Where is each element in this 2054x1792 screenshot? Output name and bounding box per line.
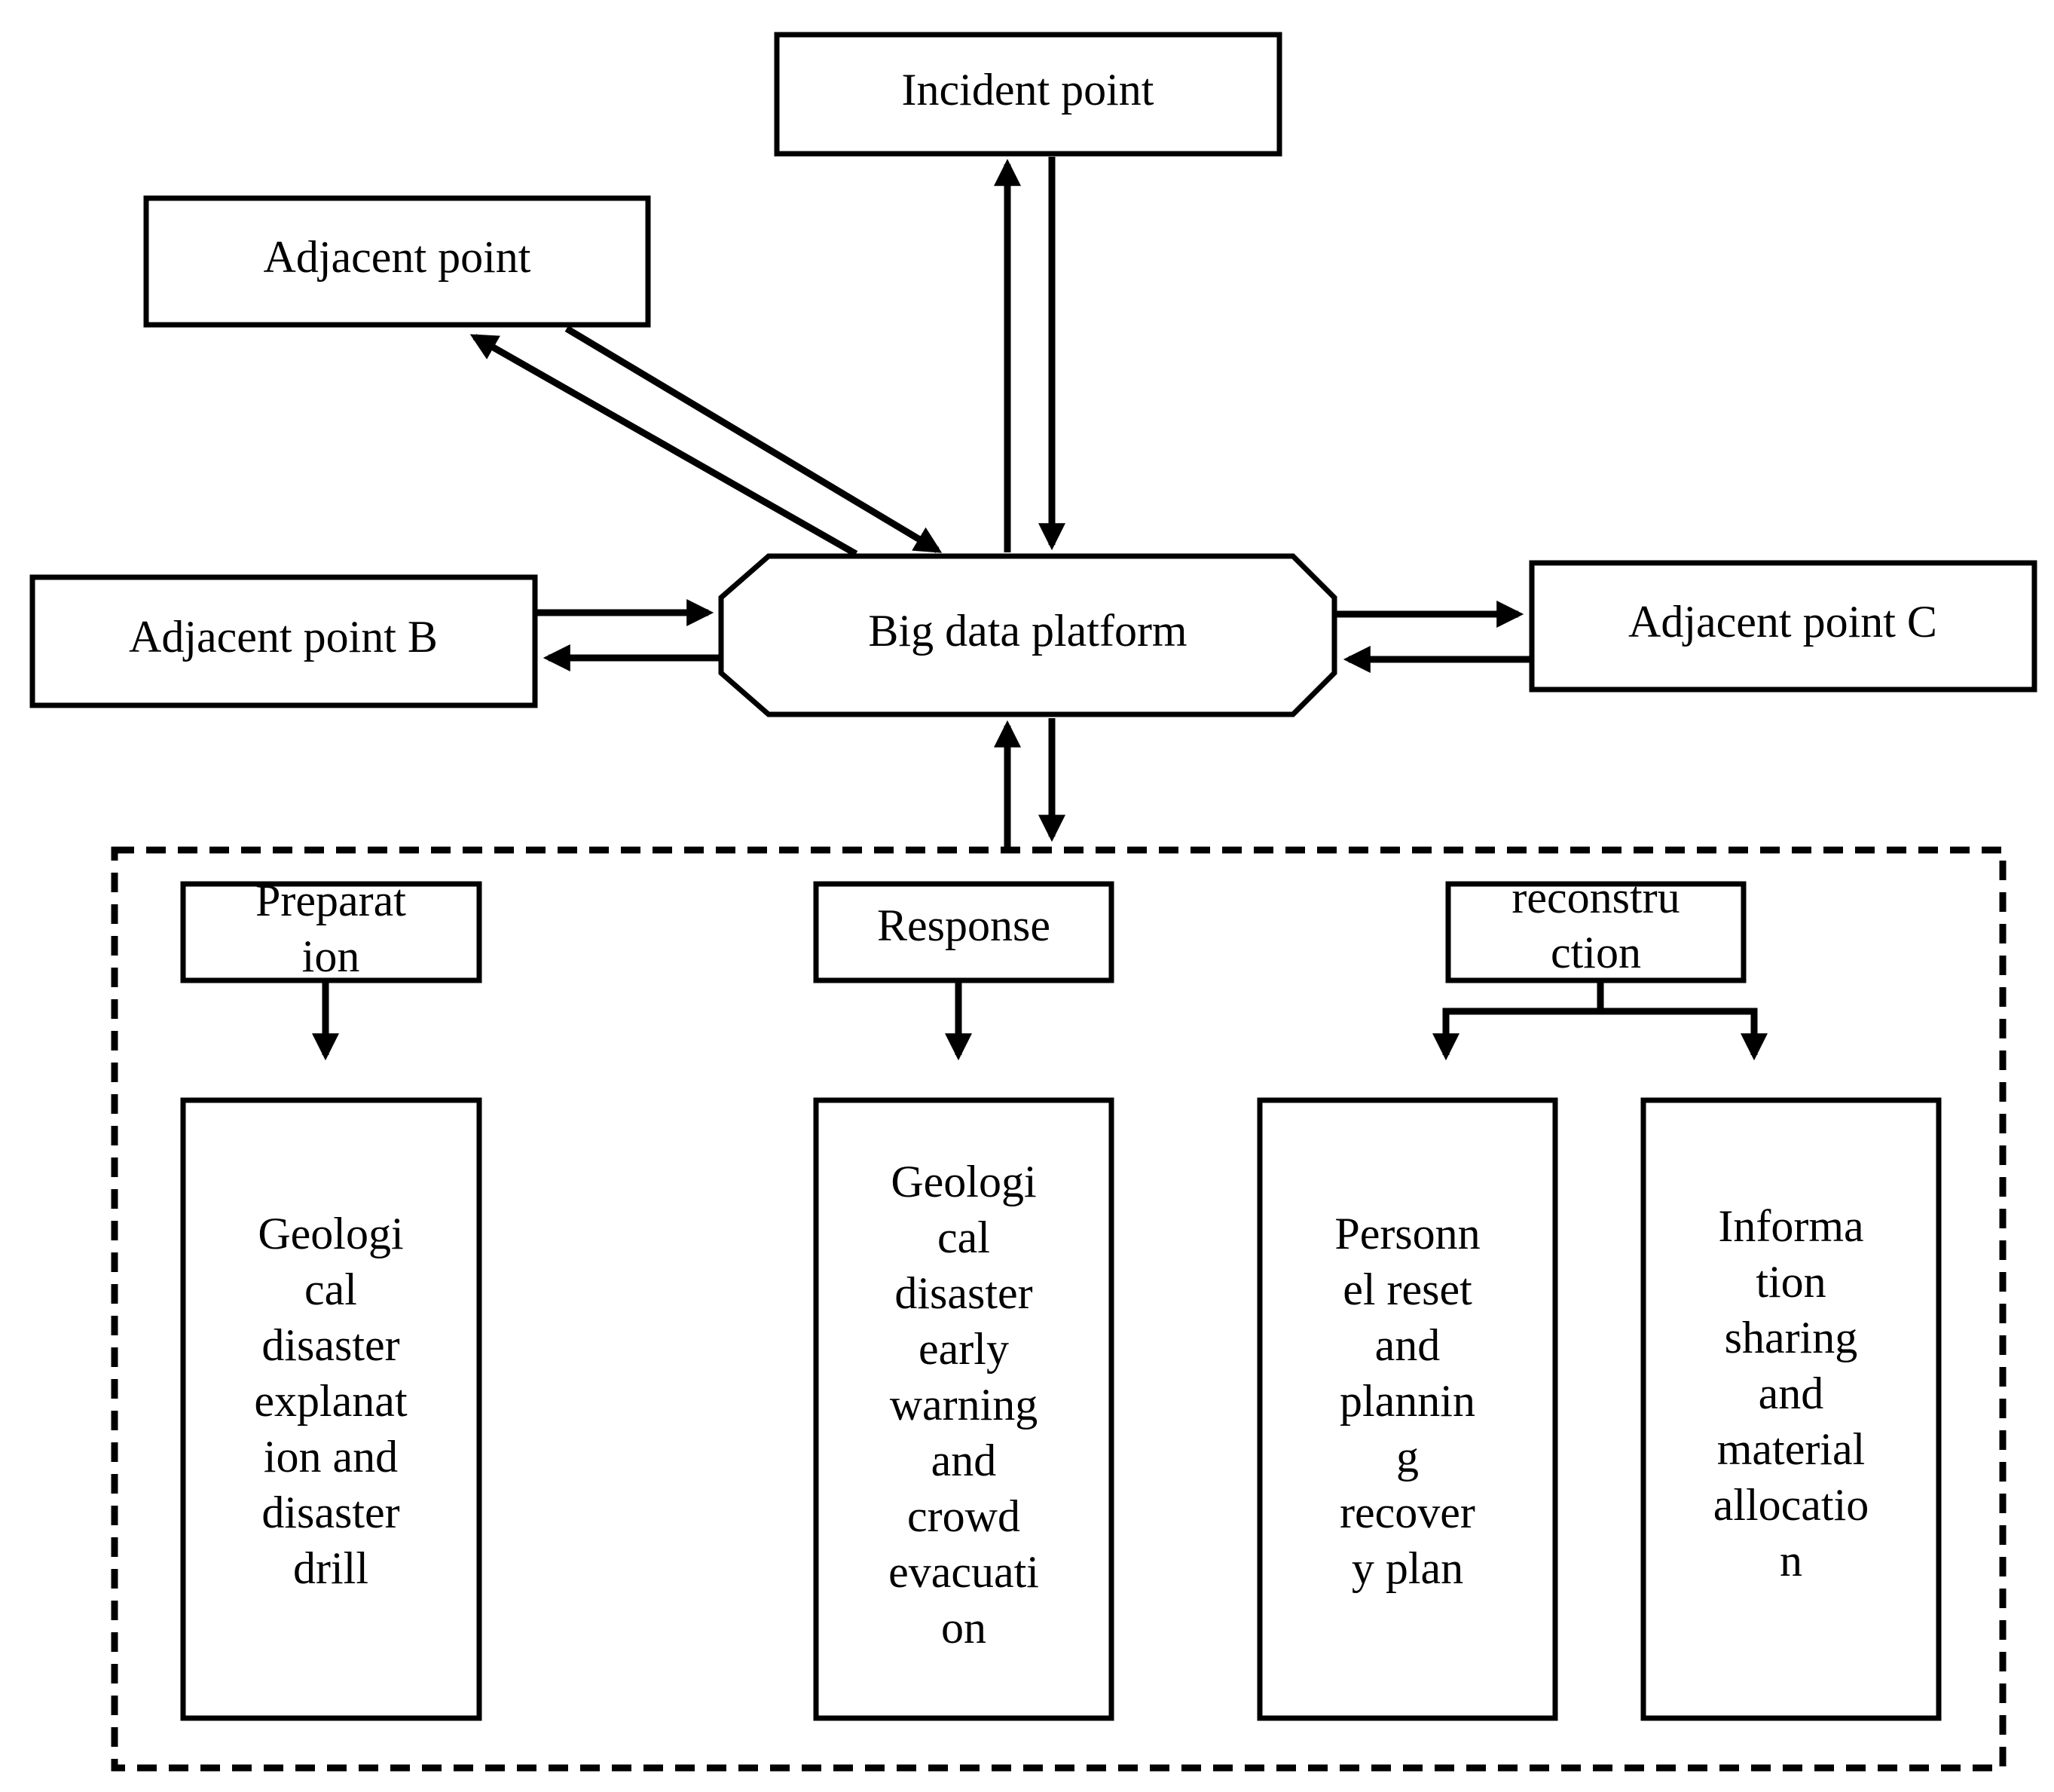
reconstruction-branch-connector xyxy=(1600,1008,1758,1032)
resp-detail-line: crowd xyxy=(907,1491,1020,1541)
adjacent-point-b-node: Adjacent point B xyxy=(29,574,538,708)
recon2-detail-line: n xyxy=(1780,1536,1802,1586)
prep-detail-line: disaster xyxy=(261,1320,399,1370)
recon2-detail-line: Informa xyxy=(1718,1201,1863,1251)
adjacent-to-platform-arrow xyxy=(564,326,943,553)
prep-detail-line: disaster xyxy=(261,1488,399,1537)
recon1-detail-line: el reset xyxy=(1343,1264,1472,1314)
recon1-detail-line: y plan xyxy=(1352,1543,1463,1593)
resp-detail-line: and xyxy=(931,1436,997,1485)
response-node: Response xyxy=(813,881,1114,983)
adjacent-point-c-label: Adjacent point C xyxy=(1628,597,1937,647)
adjacent-point-label: Adjacent point xyxy=(264,232,531,282)
recon1-detail-line: and xyxy=(1375,1320,1441,1370)
prep-detail-line: explanat xyxy=(254,1376,408,1426)
resp-detail-line: Geologi xyxy=(891,1157,1036,1206)
recon1-detail-line: g xyxy=(1396,1432,1419,1482)
recon2-detail-line: allocatio xyxy=(1713,1480,1869,1530)
adjacent-point-c-node: Adjacent point C xyxy=(1529,560,2037,693)
response-detail-node: Geologi cal disaster early warning and c… xyxy=(813,1097,1114,1721)
recon2-detail-line: and xyxy=(1759,1368,1824,1418)
reconstruction-node: reconstru ction xyxy=(1445,873,1747,983)
incident-point-label: Incident point xyxy=(902,65,1154,115)
reconstruction-branch-connector xyxy=(1442,980,1604,1032)
recon2-detail-line: material xyxy=(1717,1424,1866,1474)
resp-detail-line: cal xyxy=(937,1213,990,1262)
recon1-detail-line: plannin xyxy=(1340,1376,1475,1426)
adjacent-point-b-label: Adjacent point B xyxy=(129,612,438,662)
recon1-detail-line: recover xyxy=(1340,1488,1475,1537)
preparation-detail-node: Geologi cal disaster explanat ion and di… xyxy=(180,1097,482,1721)
big-data-platform-node: Big data platform xyxy=(718,553,1337,717)
prep-detail-line: drill xyxy=(293,1543,368,1593)
resp-detail-line: evacuati xyxy=(888,1547,1039,1597)
big-data-platform-label: Big data platform xyxy=(868,606,1187,656)
phase-group-container xyxy=(111,846,2007,1772)
prep-detail-line: cal xyxy=(304,1264,357,1314)
reconstruction-label-line: reconstru xyxy=(1511,873,1680,922)
recon2-detail-line: tion xyxy=(1756,1257,1826,1307)
prep-detail-line: Geologi xyxy=(258,1209,403,1258)
reconstruction-detail-2-node: Informa tion sharing and material alloca… xyxy=(1640,1097,1942,1721)
reconstruction-detail-1-node: Personn el reset and plannin g recover y… xyxy=(1257,1097,1558,1721)
recon1-detail-line: Personn xyxy=(1334,1209,1480,1258)
response-label: Response xyxy=(877,901,1050,950)
incident-point-node: Incident point xyxy=(774,32,1282,157)
prep-detail-line: ion and xyxy=(264,1432,398,1482)
recon2-detail-line: sharing xyxy=(1725,1313,1858,1362)
resp-detail-line: early xyxy=(918,1324,1009,1374)
reconstruction-label-line: ction xyxy=(1551,928,1641,977)
resp-detail-line: on xyxy=(941,1603,986,1653)
resp-detail-line: disaster xyxy=(894,1268,1032,1318)
preparation-label-line: ion xyxy=(302,931,360,981)
resp-detail-line: warning xyxy=(890,1380,1038,1430)
adjacent-point-node: Adjacent point xyxy=(143,195,651,328)
preparation-label-line: Preparat xyxy=(255,876,406,925)
preparation-node: Preparat ion xyxy=(180,876,482,983)
platform-to-adjacent-arrow xyxy=(469,334,858,557)
